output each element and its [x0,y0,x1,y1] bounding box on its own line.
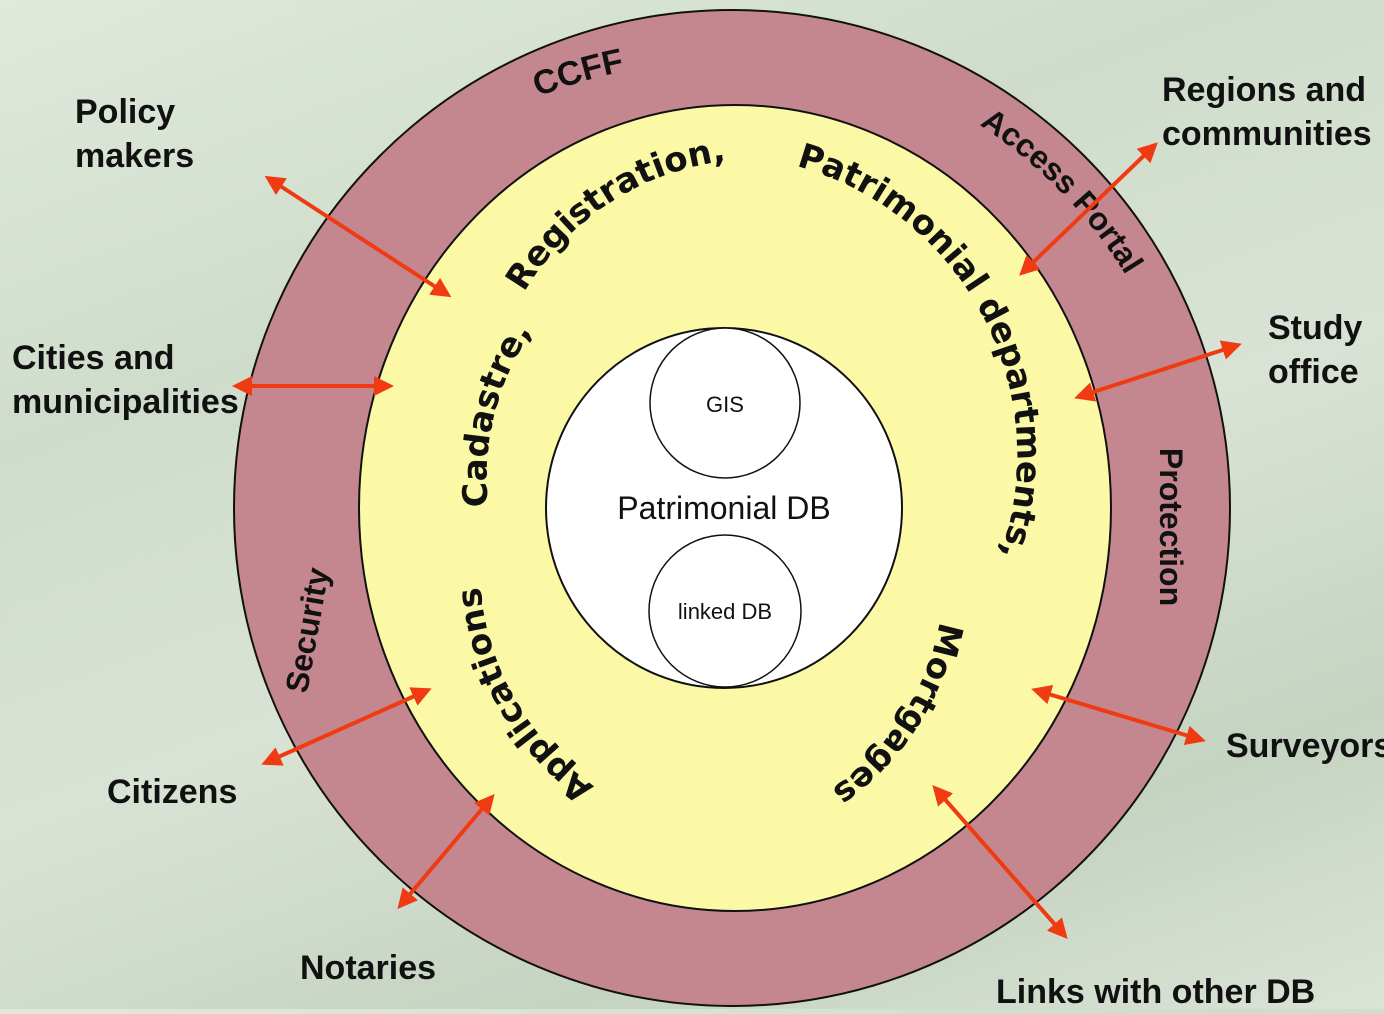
arrow-notaries [397,793,495,910]
arrows [232,142,1242,940]
linked-db-label: linked DB [678,599,772,624]
label-cities-municipalities: Cities and municipalities [12,339,239,421]
label-study-office: Study office [1268,309,1363,391]
label-regions-communities: Regions and communities [1162,71,1372,153]
protection-label: Protection [1153,448,1189,606]
patrimonial-db-title: Patrimonial DB [617,490,830,526]
gis-circle [649,327,801,479]
label-citizens: Citizens [107,773,238,811]
arrow-links [932,784,1068,940]
label-policy-makers: Policy makers [75,93,195,175]
arrow-citizens [261,687,432,766]
arrow-study-office [1074,340,1242,402]
arrow-regions [1019,142,1158,276]
label-notaries: Notaries [300,949,437,987]
arrow-surveyors [1031,685,1206,745]
label-surveyors: Surveyors [1226,727,1384,765]
linked-db-circle [648,534,802,688]
gis-label: GIS [706,392,744,417]
arrow-policy-makers [264,175,452,298]
label-links-other-db: Links with other DB [996,973,1316,1011]
